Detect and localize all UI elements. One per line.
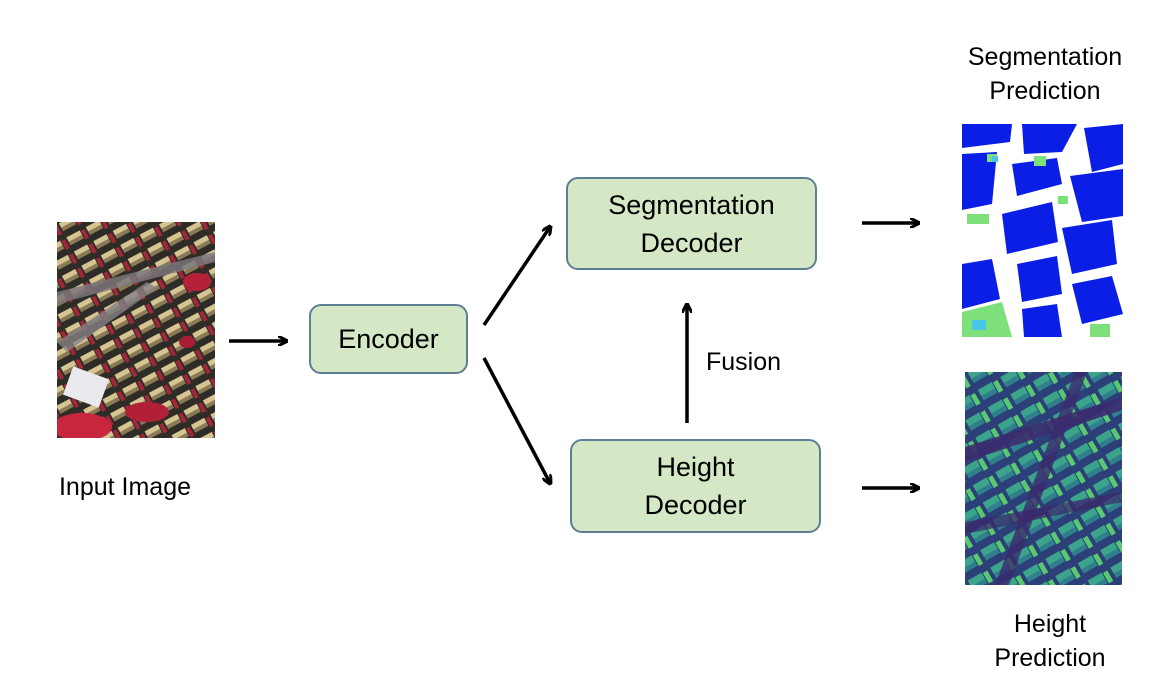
segmentation-prediction-line2: Prediction <box>989 77 1101 105</box>
height-decoder-line1: Height <box>656 452 735 482</box>
arrow-encoder-to-seg-decoder <box>482 227 550 326</box>
segmentation-decoder-line2: Decoder <box>640 227 743 258</box>
segmentation-decoder-line1: Segmentation <box>608 189 775 220</box>
height-decoder-line2: Decoder <box>644 490 747 520</box>
segmentation-prediction-map <box>962 124 1123 337</box>
height-prediction-title: Height Prediction <box>960 607 1140 675</box>
segmentation-prediction-title: Segmentation Prediction <box>955 40 1135 108</box>
input-aerial-image <box>57 222 215 438</box>
arrow-encoder-to-height-decoder <box>482 357 550 483</box>
height-prediction-map <box>965 372 1122 585</box>
fusion-label: Fusion <box>706 348 782 376</box>
segmentation-decoder-box: Segmentation Decoder <box>566 177 817 270</box>
height-prediction-line1: Height <box>1013 610 1087 638</box>
segmentation-prediction-line1: Segmentation <box>967 43 1123 71</box>
height-decoder-box: Height Decoder <box>570 439 821 533</box>
encoder-label: Encoder <box>338 324 439 354</box>
input-image-caption: Input Image <box>58 473 192 501</box>
encoder-box: Encoder <box>309 304 468 374</box>
height-prediction-line2: Prediction <box>994 644 1106 672</box>
